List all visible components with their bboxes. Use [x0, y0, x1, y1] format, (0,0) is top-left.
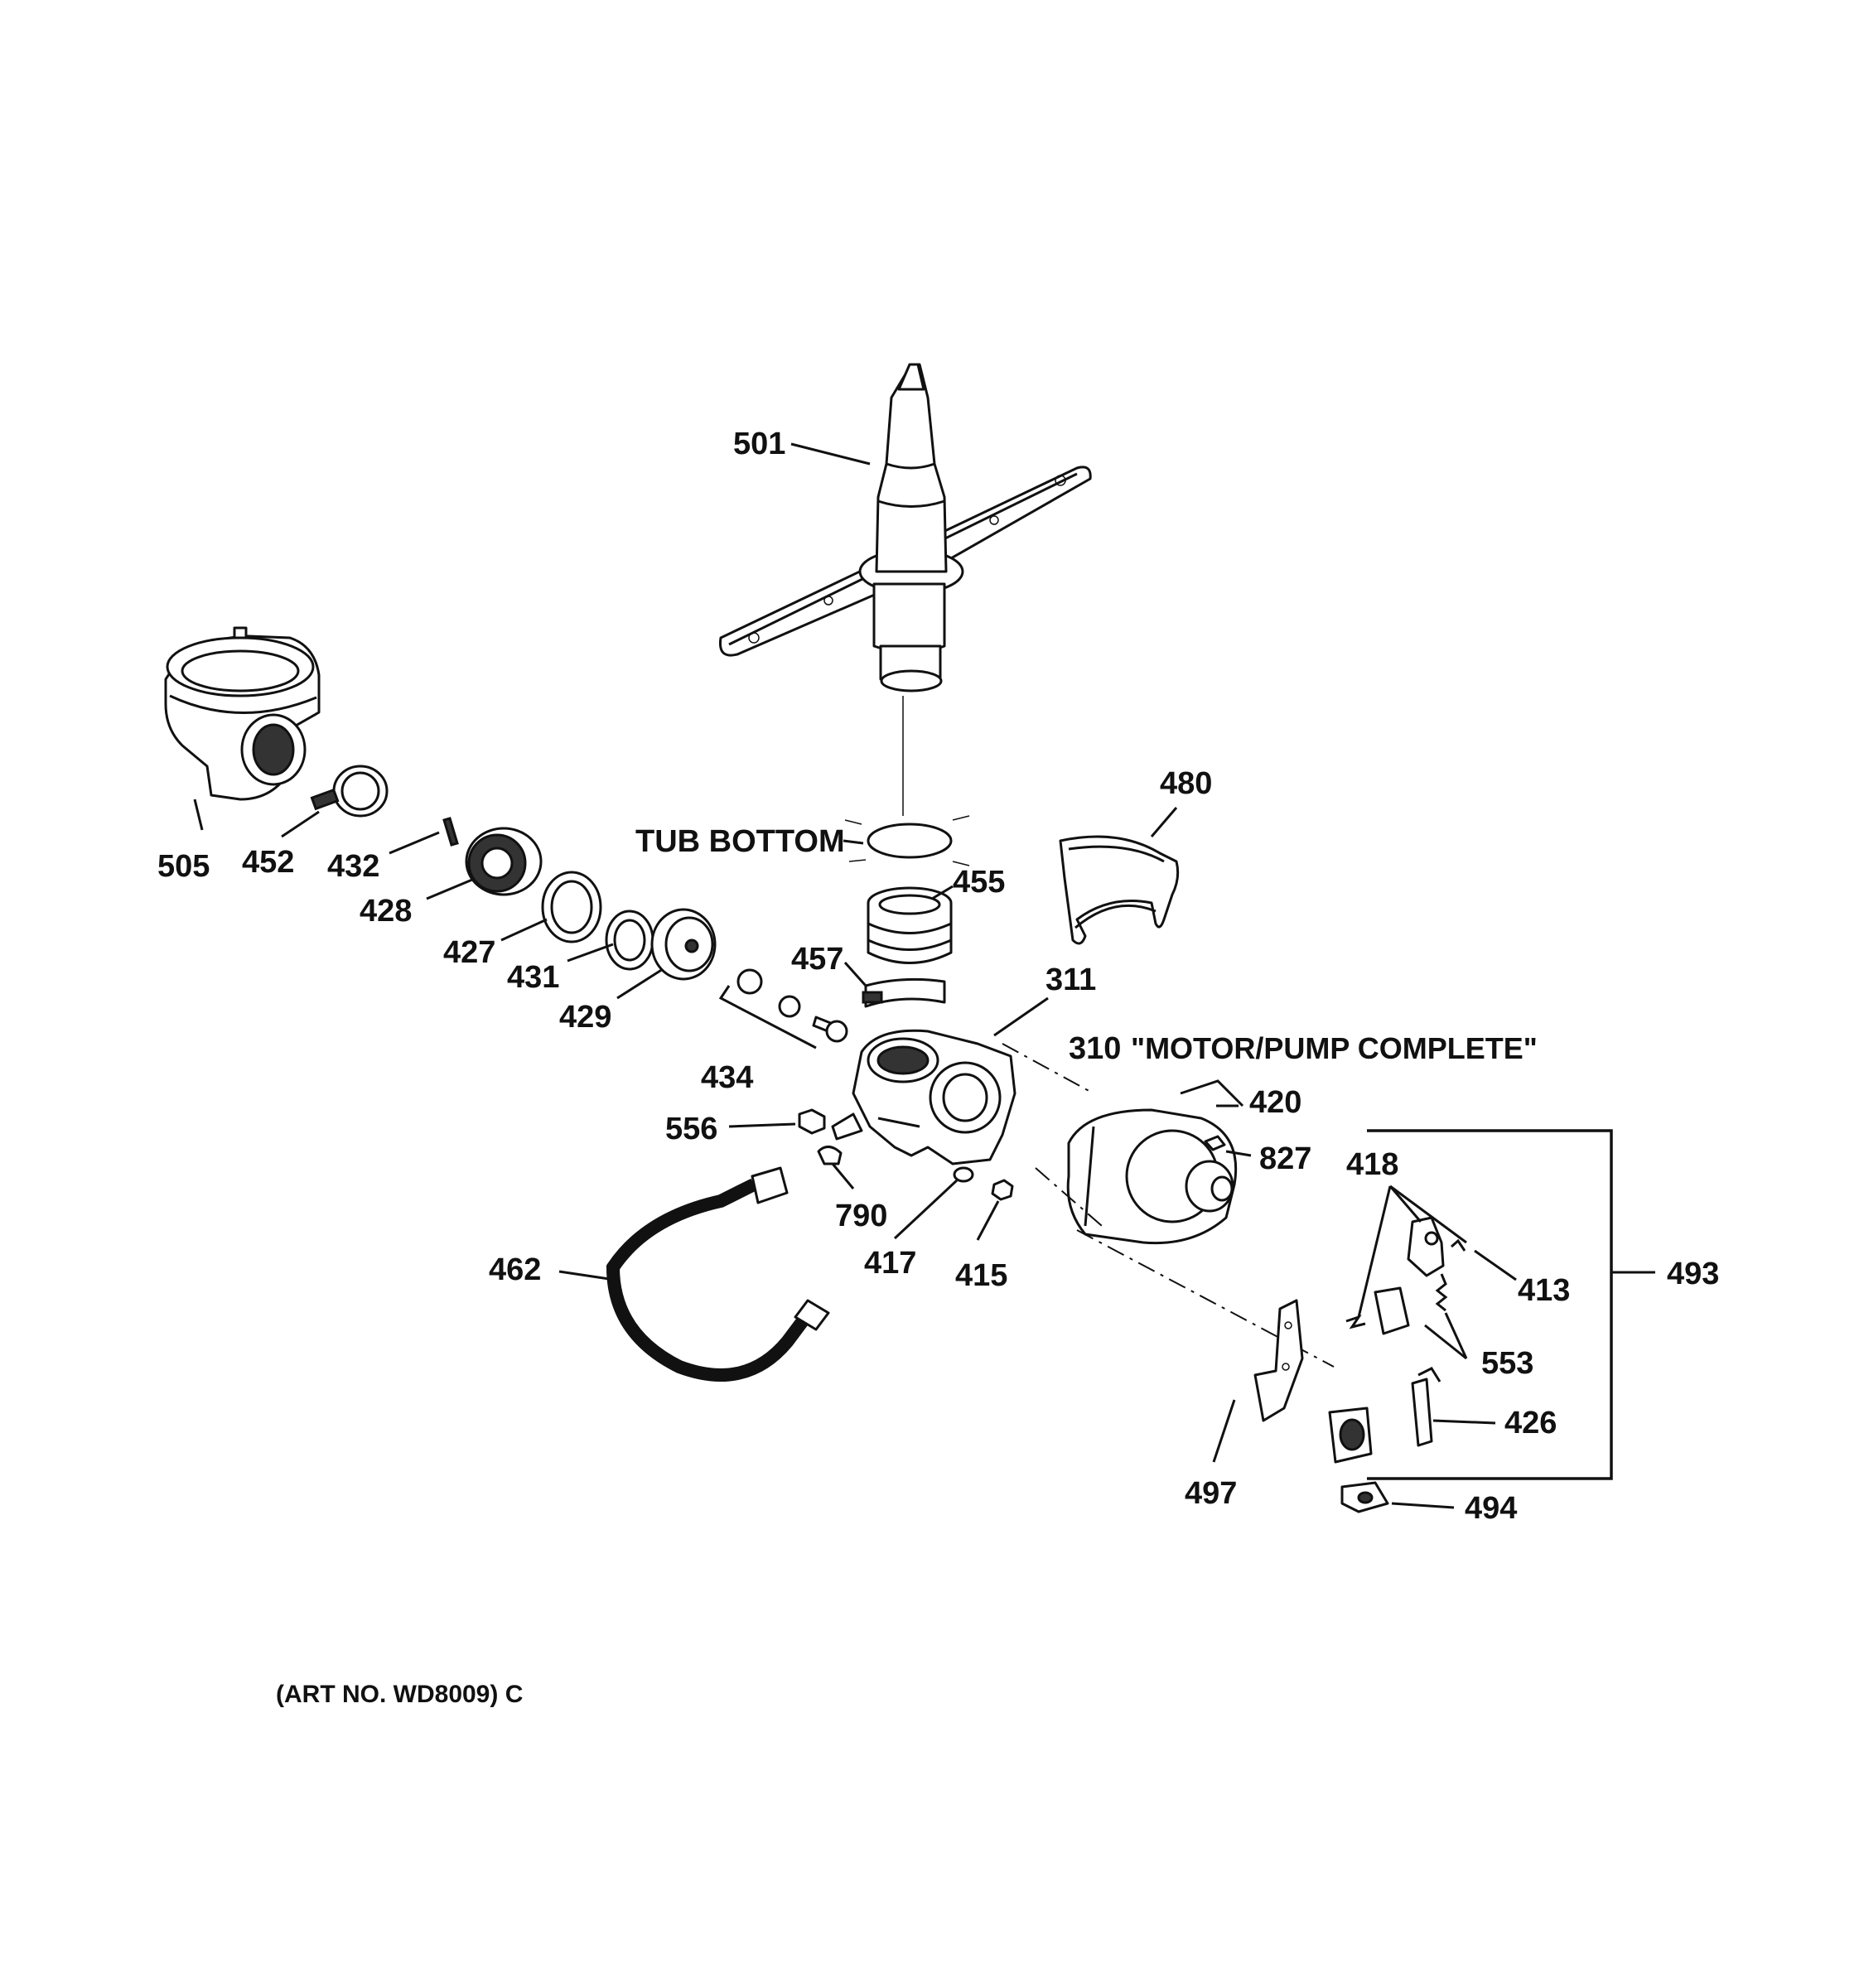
- leader-lines: [193, 442, 1655, 1509]
- part-418-lever: [1374, 1216, 1445, 1335]
- part-480-shroud: [1059, 835, 1180, 945]
- art-number: (ART NO. WD8009) C: [276, 1681, 523, 1708]
- part-415-nut: [991, 1179, 1014, 1201]
- callout-labels: 501 505 452 432 428 427 431 429 TUB BOTT…: [157, 427, 1719, 1708]
- label-415: 415: [955, 1258, 1007, 1293]
- label-480: 480: [1160, 766, 1212, 801]
- label-553: 553: [1481, 1346, 1533, 1381]
- part-556: [798, 1108, 826, 1135]
- part-457-clamp: [862, 977, 946, 1008]
- bracket-493: [1367, 1129, 1613, 1480]
- label-420: 420: [1249, 1085, 1301, 1120]
- label-457: 457: [791, 942, 843, 977]
- label-418: 418: [1346, 1147, 1398, 1182]
- label-462: 462: [489, 1252, 541, 1287]
- tub-bottom-opening: [844, 815, 970, 866]
- part-432-pin: [442, 817, 459, 847]
- part-501-spray-arm: [718, 363, 1092, 692]
- part-417-washer: [953, 1166, 974, 1183]
- label-310: 310: [1069, 1031, 1121, 1066]
- part-790-clip: [817, 1146, 843, 1165]
- part-431-retainer: [605, 910, 654, 971]
- part-427-ring: [541, 871, 602, 943]
- label-493: 493: [1667, 1257, 1719, 1291]
- label-501: 501: [733, 427, 785, 461]
- label-311: 311: [1045, 963, 1096, 997]
- part-827-screw: [1204, 1135, 1226, 1151]
- label-497: 497: [1185, 1476, 1237, 1511]
- part-426-plunger: [1411, 1367, 1441, 1447]
- label-417: 417: [864, 1246, 916, 1281]
- part-solenoid: [1328, 1407, 1373, 1464]
- label-427: 427: [443, 935, 495, 970]
- label-790: 790: [835, 1199, 887, 1233]
- label-505: 505: [157, 849, 210, 884]
- part-455-seal: [867, 886, 953, 964]
- part-310-motor: [1066, 1108, 1238, 1245]
- label-motor-pump-complete: "MOTOR/PUMP COMPLETE": [1131, 1031, 1538, 1065]
- label-428: 428: [360, 894, 412, 929]
- part-505-sump: [164, 626, 321, 801]
- label-434: 434: [701, 1060, 753, 1095]
- label-827: 827: [1259, 1141, 1311, 1176]
- part-553-spring: [1345, 1273, 1448, 1329]
- part-462-hose: [606, 1166, 830, 1382]
- part-429-impeller: [650, 908, 717, 981]
- part-428-chopper: [465, 827, 543, 896]
- label-429: 429: [559, 1000, 611, 1035]
- label-452: 452: [242, 845, 294, 880]
- part-434-fasteners: [718, 968, 848, 1049]
- part-494-cover: [1340, 1481, 1389, 1513]
- label-431: 431: [507, 960, 559, 995]
- label-413: 413: [1518, 1273, 1570, 1308]
- part-420-wire: [1180, 1079, 1244, 1107]
- label-tub-bottom: TUB BOTTOM: [635, 824, 845, 859]
- label-432: 432: [327, 849, 379, 884]
- part-452-clamp: [310, 765, 389, 818]
- part-311-pump-housing: [831, 1029, 1017, 1165]
- part-413-spring: [1451, 1238, 1466, 1252]
- label-426: 426: [1504, 1406, 1557, 1440]
- part-497-bracket: [1253, 1299, 1304, 1422]
- label-494: 494: [1465, 1491, 1517, 1526]
- label-556: 556: [665, 1112, 717, 1146]
- label-455: 455: [953, 865, 1005, 900]
